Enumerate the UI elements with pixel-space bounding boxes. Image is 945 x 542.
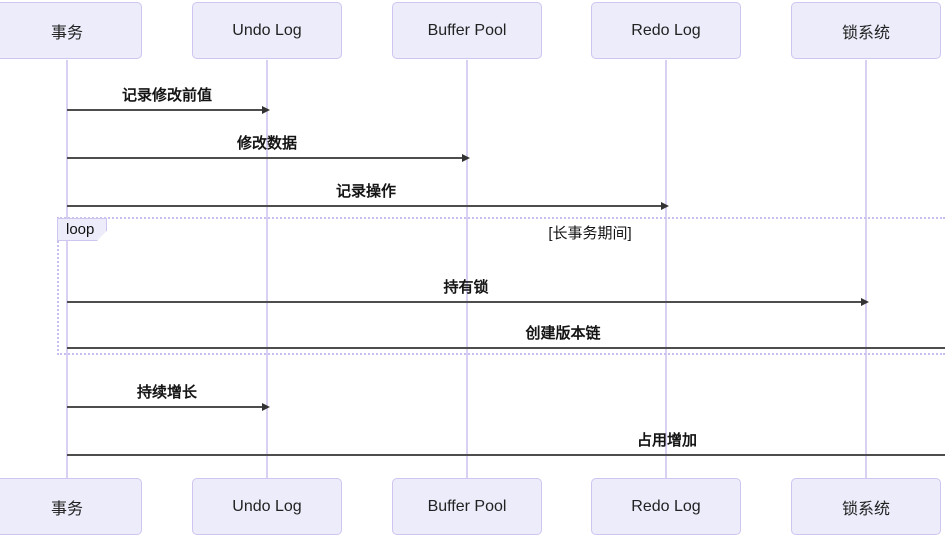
loop-keyword-label: loop: [57, 218, 107, 241]
message-label-modify-data: 修改数据: [236, 135, 297, 152]
actor-bottom-redo-log: Redo Log: [591, 478, 741, 535]
loop-frame: [57, 217, 945, 355]
message-line: [67, 301, 866, 303]
arrowhead-icon: [462, 154, 470, 162]
actor-bottom-lock-system: 锁系统: [791, 478, 941, 535]
arrowhead-icon: [262, 106, 270, 114]
actor-label: Buffer Pool: [427, 497, 507, 515]
actor-top-lock-system: 锁系统: [791, 2, 941, 59]
message-label-create-version-chain: 创建版本链: [525, 325, 601, 342]
actor-bottom-buffer-pool: Buffer Pool: [392, 478, 542, 535]
message-line: [67, 205, 666, 207]
message-label-hold-lock: 持有锁: [443, 279, 489, 296]
actor-top-buffer-pool: Buffer Pool: [392, 2, 542, 59]
loop-condition-label: [长事务期间]: [548, 225, 632, 242]
message-label-record-before-value: 记录修改前值: [121, 87, 212, 104]
actor-label: Buffer Pool: [427, 21, 507, 39]
arrowhead-icon: [262, 403, 270, 411]
actor-top-undo-log: Undo Log: [192, 2, 342, 59]
actor-top-transaction: 事务: [0, 2, 142, 59]
actor-top-redo-log: Redo Log: [591, 2, 741, 59]
message-line: [67, 109, 267, 111]
message-label-record-operation: 记录操作: [335, 183, 396, 200]
actor-label: 锁系统: [841, 24, 890, 42]
lifeline-redo-log: [665, 60, 667, 478]
actor-label: Undo Log: [232, 497, 302, 515]
actor-bottom-undo-log: Undo Log: [192, 478, 342, 535]
arrowhead-icon: [661, 202, 669, 210]
actor-label: 事务: [50, 500, 83, 518]
actor-label: Redo Log: [631, 497, 701, 515]
lifeline-transaction: [66, 60, 68, 478]
message-label-occupation-increase: 占用增加: [636, 432, 697, 449]
actor-label: 锁系统: [841, 500, 890, 518]
message-line: [67, 406, 267, 408]
actor-bottom-transaction: 事务: [0, 478, 142, 535]
actor-label: Undo Log: [232, 21, 302, 39]
message-line: [67, 454, 945, 456]
message-line: [67, 157, 467, 159]
lifeline-buffer-pool: [466, 60, 468, 478]
lifeline-undo-log: [266, 60, 268, 478]
message-line: [67, 347, 945, 349]
actor-label: Redo Log: [631, 21, 701, 39]
lifeline-lock-system: [865, 60, 867, 478]
message-label-continuous-growth: 持续增长: [136, 384, 197, 401]
actor-label: 事务: [50, 24, 83, 42]
arrowhead-icon: [861, 298, 869, 306]
